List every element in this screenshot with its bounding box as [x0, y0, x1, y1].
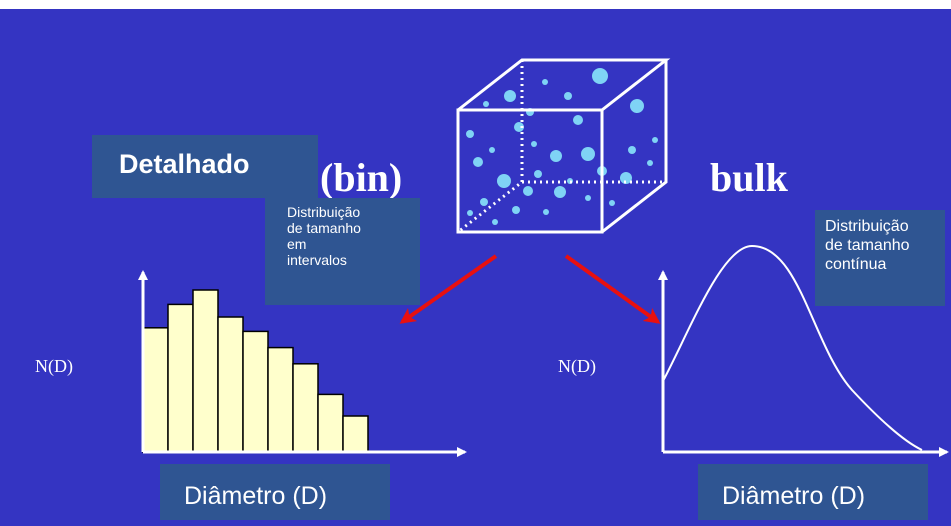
histogram	[142, 289, 369, 453]
bulk-note-line-3: contínua	[825, 256, 887, 273]
histogram-bar	[267, 346, 294, 453]
bin-description-box: Distribuição de tamanho em intervalos	[265, 198, 420, 305]
x-axis-label-left: Diâmetro (D)	[184, 482, 328, 510]
histogram-bar	[317, 393, 344, 453]
bulk-label: bulk	[710, 155, 788, 200]
bin-note-line-4: intervalos	[287, 252, 347, 268]
y-axis-label-right: N(D)	[558, 356, 596, 376]
red-arrow-right	[564, 254, 661, 324]
cube-bubbles	[466, 68, 658, 225]
bin-note-line-1: Distribuição	[287, 204, 361, 220]
bulk-note-line-2: de tamanho	[825, 237, 910, 254]
bulk-description-box: Distribuição de tamanho contínua	[815, 210, 945, 306]
bin-note-line-2: de tamanho	[287, 220, 361, 236]
detalhado-label-box: Detalhado	[92, 135, 318, 198]
x-axis-label-box-left: Diâmetro (D)	[160, 464, 390, 520]
cube-illustration	[456, 58, 671, 234]
bin-note-line-3: em	[287, 236, 307, 252]
red-arrow-left	[399, 254, 498, 324]
histogram-bar	[142, 327, 169, 453]
bin-label: (bin)	[320, 155, 403, 200]
histogram-bar	[292, 363, 319, 453]
y-axis-label-left: N(D)	[35, 356, 73, 376]
histogram-bar	[192, 289, 219, 453]
histogram-bar	[167, 303, 194, 453]
histogram-bar	[242, 330, 269, 453]
x-axis-label-box-right: Diâmetro (D)	[698, 464, 928, 520]
histogram-bar	[342, 415, 369, 453]
continuous-distribution-curve	[662, 244, 923, 451]
x-axis-label-right: Diâmetro (D)	[722, 482, 866, 510]
bulk-note-line-1: Distribuição	[825, 218, 909, 235]
detalhado-label: Detalhado	[119, 149, 250, 179]
histogram-bar	[217, 316, 244, 453]
